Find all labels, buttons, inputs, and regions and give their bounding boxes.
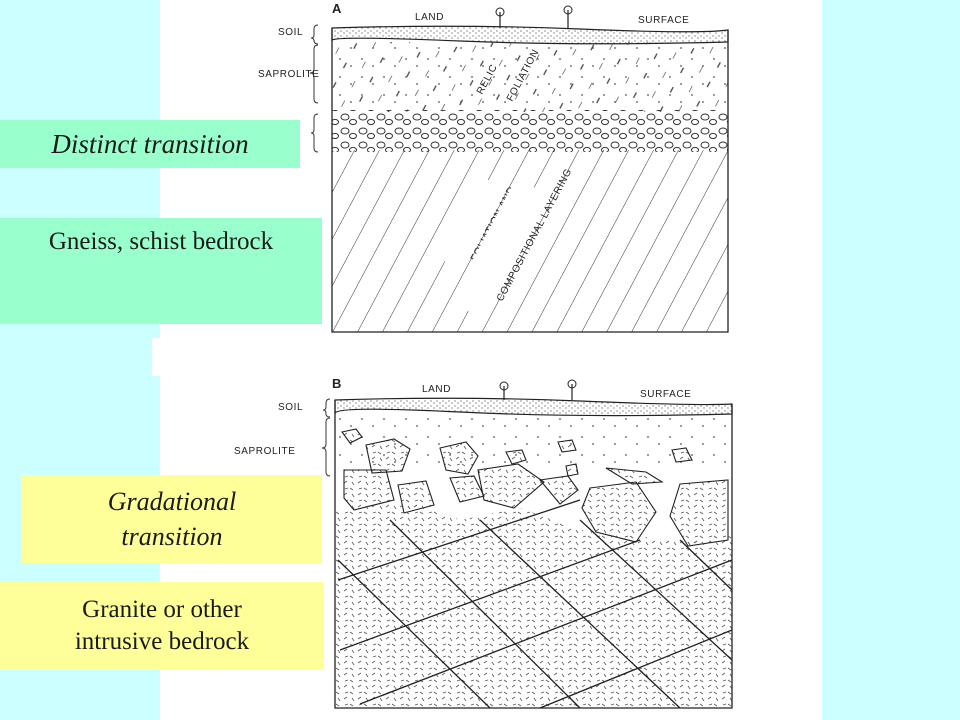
gradational-transition-callout: Gradational transition xyxy=(22,475,322,563)
panel-a: A LAND SURFACE SOIL SAPROLITE xyxy=(258,1,729,333)
panel-b-soil-layer xyxy=(334,397,733,417)
white-gap-strip xyxy=(152,338,330,376)
panel-a-surface-label: SURFACE xyxy=(638,15,689,26)
panel-b-tree-icon xyxy=(567,379,577,400)
panel-b-soil-brace xyxy=(322,398,331,418)
panel-b-letter: B xyxy=(332,376,341,391)
panel-b-saprolite-label: SAPROLITE xyxy=(234,446,296,457)
panel-a-tree-icon xyxy=(495,7,505,28)
panel-a-soil-brace xyxy=(310,24,319,45)
panel-a-tree-icon xyxy=(563,5,573,28)
panel-a-soil-label: SOIL xyxy=(278,27,303,38)
figure-drawing: A LAND SURFACE SOIL SAPROLITE xyxy=(234,1,733,709)
panel-a-soil-layer xyxy=(331,25,729,45)
weathering-profile-figure: A LAND SURFACE SOIL SAPROLITE xyxy=(160,0,822,720)
gneiss-bedrock-callout: Gneiss, schist bedrock xyxy=(0,218,322,324)
panel-a-letter: A xyxy=(332,1,342,16)
panel-b-bedrock xyxy=(335,500,732,708)
panel-b-saprolite-brace xyxy=(321,417,331,477)
gneiss-bedrock-text: Gneiss, schist bedrock xyxy=(48,228,274,255)
panel-b-frame xyxy=(334,400,733,709)
distinct-transition-callout: Distinct transition xyxy=(0,120,300,168)
panel-b: B LAND SURFACE SOIL SAPROLITE xyxy=(234,376,733,709)
panel-b-soil-label: SOIL xyxy=(278,402,303,413)
panel-b-surface-label: SURFACE xyxy=(640,389,691,400)
panel-b-corestones xyxy=(341,428,729,547)
panel-a-transition-brace xyxy=(310,113,319,153)
panel-b-joints xyxy=(337,499,733,709)
panel-a-relic-foliation xyxy=(332,42,728,112)
panel-b-land-label: LAND xyxy=(422,384,451,395)
distinct-transition-text: Distinct transition xyxy=(51,128,249,159)
panel-b-tree-icon xyxy=(499,381,509,400)
panel-a-saprolite-label: SAPROLITE xyxy=(258,69,320,80)
panel-a-bedrock xyxy=(332,150,728,332)
granite-bedrock-callout: Granite or other intrusive bedrock xyxy=(0,582,324,670)
granite-line-1: Granite or other xyxy=(82,595,242,623)
panel-a-transition-zone xyxy=(332,110,728,152)
panel-a-saprolite-brace xyxy=(309,44,319,104)
gradational-line-1: Gradational xyxy=(107,486,237,516)
gradational-line-2: transition xyxy=(121,522,223,551)
granite-line-2: intrusive bedrock xyxy=(74,628,250,655)
panel-a-land-label: LAND xyxy=(415,12,444,23)
panel-a-frame xyxy=(331,28,729,333)
